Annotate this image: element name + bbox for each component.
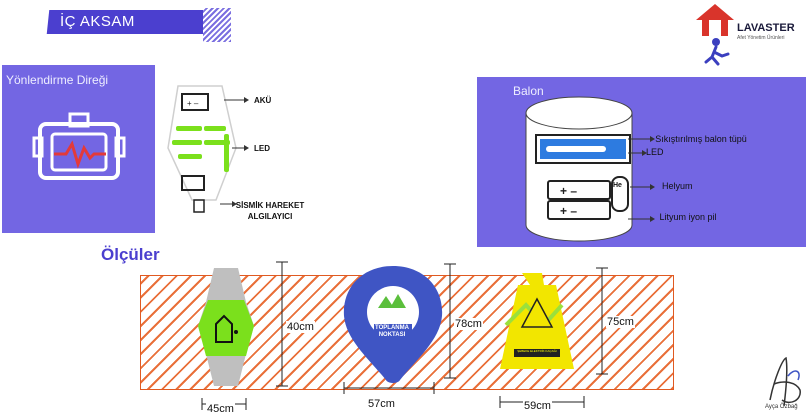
balloon-width-label: 57cm [367, 398, 396, 410]
signature-name: Ayça Özbağ [765, 404, 798, 410]
cone-product-icon [500, 273, 574, 369]
balloon-arrows [628, 136, 655, 222]
balloon-product-icon [343, 266, 443, 383]
pole-dim-lines [201, 261, 288, 410]
pole-sensor-label: SİSMİK HAREKET ALGILAYICI [235, 201, 305, 221]
cone-height-label: 75cm [606, 316, 635, 328]
signature-logo-icon [769, 356, 801, 407]
balloon-badge-text: TOPLANMA NOKTASI [362, 325, 422, 339]
balloon-panel-title: Balon [513, 84, 544, 98]
balloon-tube-label: Sıkıştırılmış balon tüpü [655, 134, 747, 144]
pole-height-label: 40cm [286, 321, 315, 333]
cone-dim-lines [499, 267, 608, 408]
pole-arrows [220, 97, 249, 207]
balloon-cylinder-icon: + – + – [525, 96, 633, 242]
cone-width-label: 59cm [523, 400, 552, 412]
page-title: İÇ AKSAM [60, 13, 135, 30]
badge-line-2: NOKTASI [378, 332, 406, 338]
pole-battery-label: AKÜ [254, 96, 272, 105]
header-stripe [203, 8, 231, 42]
dimensions-title: Ölçüler [101, 245, 160, 264]
balloon-helium-label: Helyum [662, 181, 693, 191]
seismic-sensor-icon [32, 112, 126, 180]
balloon-battery-label: Lityum iyon pil [659, 212, 717, 222]
balloon-led-label: LED [646, 147, 664, 157]
helium-tag: He [613, 182, 622, 189]
cone-sign-text: ŞEBEKE ELEKTRİK KAÇAĞI [517, 349, 557, 353]
pole-product-icon [198, 268, 254, 386]
lavaster-logo-icon [696, 4, 734, 66]
pole-width-label: 45cm [206, 403, 235, 415]
pole-led-label: LED [254, 144, 270, 153]
logo-name: LAVASTER [737, 22, 795, 34]
pole-panel-title: Yönlendirme Direği [6, 73, 109, 87]
badge-line-1: TOPLANMA [375, 325, 409, 331]
svg-text:+ –: + – [560, 204, 577, 218]
balloon-dim-lines [343, 263, 456, 394]
svg-text:+ –: + – [187, 99, 199, 108]
balloon-height-label: 78cm [454, 318, 483, 330]
pole-diagram-icon: + – [167, 85, 237, 213]
svg-text:+ –: + – [560, 184, 577, 198]
logo-subtitle: Afet Yönetim Ürünleri [737, 35, 785, 41]
